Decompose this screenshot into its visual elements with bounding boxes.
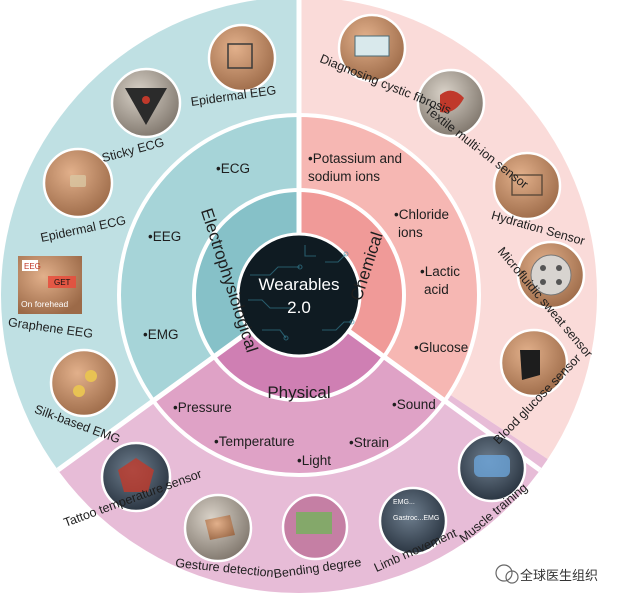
limb-gastro-tag: Gastroc...EMG [393,515,439,522]
thumb-silk-emg [49,348,119,418]
item-emg: •EMG [143,327,178,342]
item-eeg: •EEG [148,229,181,244]
item-potassium-line1: •Potassium and [308,151,402,166]
center-title: Wearables [259,275,340,294]
item-light: •Light [297,453,331,468]
item-potassium-line2: sodium ions [308,169,380,184]
limb-emg-tag: EMG... [393,499,415,506]
thumb-textile-ion [416,68,486,138]
item-ecg: •ECG [216,161,250,176]
thumb-gesture [183,493,253,563]
thumb-tattoo-temp [100,441,172,513]
thumb-epidermal-ecg [42,147,114,219]
category-physical: Physical [267,383,330,402]
graphene-get-tag: GET [54,278,71,287]
item-chloride-line2: ions [398,225,423,240]
item-lactic-line1: •Lactic [420,264,460,279]
chemical-items: •Potassium and sodium ions •Chloride ion… [308,151,468,355]
thumb-limb: EMG... Gastroc...EMG [378,486,448,556]
thumb-epidermal-eeg [207,23,277,93]
thumb-cystic-fibrosis [337,13,407,83]
item-lactic-line2: acid [424,282,449,297]
thumb-blood-glucose [499,328,569,398]
item-strain: •Strain [349,435,389,450]
graphene-eeg-tag: EEG [24,262,41,271]
watermark: 全球医生组织 [495,564,598,584]
device-thumbnails: EEG GET On forehead [18,13,586,563]
item-chloride-line1: •Chloride [394,207,449,222]
center-hub: Wearables 2.0 [236,232,362,358]
item-sound: •Sound [392,397,436,412]
thumb-muscle [457,433,527,503]
circuit-pattern [248,245,355,341]
thumb-hydration [492,151,562,221]
center-version: 2.0 [287,298,311,317]
thumb-bending [281,493,349,561]
thumb-sticky-ecg [110,67,182,139]
item-glucose: •Glucose [414,340,468,355]
thumb-graphene-eeg: EEG GET On forehead [18,256,82,314]
graphene-forehead-caption: On forehead [21,299,69,309]
item-temperature: •Temperature [214,434,295,449]
thumb-microfluidic [516,240,586,310]
watermark-text: 全球医生组织 [520,568,598,583]
physical-items: •Pressure •Temperature •Light •Strain •S… [173,397,436,468]
electrophysiological-items: •ECG •EEG •EMG [143,161,250,342]
item-pressure: •Pressure [173,400,232,415]
